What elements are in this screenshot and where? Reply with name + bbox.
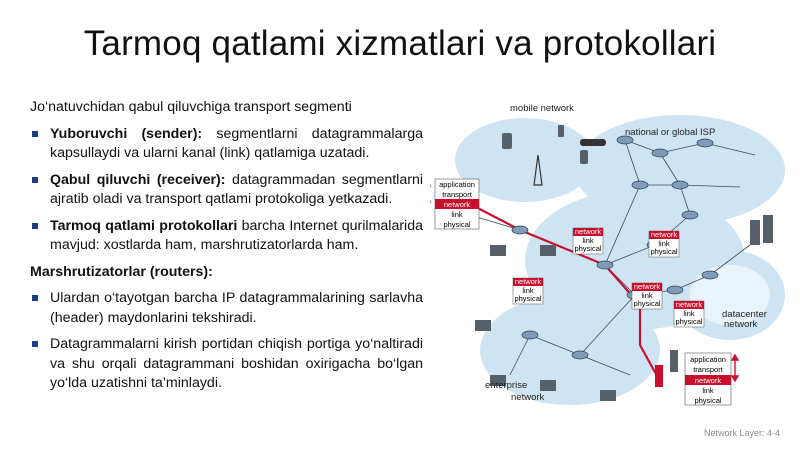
slide-footer: Network Layer: 4-4 <box>703 428 780 438</box>
bullet-router-forwarding: Datagrammalarni kirish portidan chiqish … <box>30 335 423 394</box>
slide-title: Tarmoq qatlami xizmatlari va protokollar… <box>83 24 717 63</box>
stack-layer: application <box>439 180 475 189</box>
bullet-marker <box>32 222 38 229</box>
stack-layer: physical <box>443 220 470 229</box>
stack-layer: link <box>641 291 653 300</box>
stack-layer: link <box>683 309 695 318</box>
label-enterprise-2: network <box>511 392 545 403</box>
stack-layer: physical <box>514 294 541 303</box>
stack-layer: transport <box>693 365 724 374</box>
routers-heading: Marshrutizatorlar (routers): <box>30 263 213 280</box>
bullet-text: barcha Internet qurilmalarida mavjud: xo… <box>50 217 423 254</box>
label-isp: national or global ISP <box>625 127 715 138</box>
bullet-protocols: Tarmoq qatlami protokollari barcha Inter… <box>30 217 423 256</box>
stack-layer: link <box>658 239 670 248</box>
stack-layer: physical <box>675 317 702 326</box>
bullet-sender: Yuboruvchi (sender): segmentlarni datagr… <box>30 125 423 164</box>
router-stack-3: network link physical <box>512 277 544 305</box>
stack-layer: network <box>634 282 661 291</box>
intro-text: Jo‘natuvchidan qabul qiluvchiga transpor… <box>30 99 352 115</box>
bullet-list-2: Ulardan o‘tayotgan barcha IP datagrammal… <box>30 289 423 394</box>
bullet-marker <box>32 295 38 301</box>
stack-layer: link <box>702 386 714 395</box>
bullet-text: datagrammadan segmentlarni ajratib oladi… <box>50 171 423 208</box>
bullet-marker <box>32 130 38 137</box>
stack-layer: network <box>695 376 722 385</box>
bullet-bold: Qabul qiluvchi (receiver): <box>50 171 226 188</box>
stack-layer: link <box>451 210 463 219</box>
bullet-text: Datagrammalarni kirish portidan chiqish … <box>50 336 423 391</box>
stack-layer: physical <box>574 244 601 253</box>
host-stack-receiver: application transport network link physi… <box>684 352 732 406</box>
host-stack-sender: application transport network link physi… <box>434 178 480 230</box>
stack-layer: network <box>575 227 602 236</box>
bullet-bold: Yuboruvchi (sender): <box>50 125 203 142</box>
bullet-bold: Tarmoq qatlami protokollari <box>50 217 238 234</box>
label-mobile-network: mobile network <box>510 103 574 114</box>
bullet-marker <box>32 176 38 183</box>
bullet-router-headers: Ulardan o‘tayotgan barcha IP datagrammal… <box>30 289 423 328</box>
stack-layer: network <box>444 200 471 209</box>
network-diagram: mobile network national or global ISP da… <box>422 95 790 425</box>
router-stack-5: network link physical <box>673 300 705 328</box>
device-icons <box>475 125 773 401</box>
stack-layer: link <box>582 236 594 245</box>
stack-layer: physical <box>633 299 660 308</box>
stack-layer: network <box>676 300 703 309</box>
bullet-receiver: Qabul qiluvchi (receiver): datagrammadan… <box>30 171 423 210</box>
label-enterprise-1: enterprise <box>485 380 527 391</box>
bullet-text: Ulardan o‘tayotgan barcha IP datagrammal… <box>50 290 423 326</box>
datagram-path <box>467 202 663 386</box>
bullet-text: segmentlarni datagrammalarga kapsullaydi… <box>50 125 423 162</box>
stack-layer: application <box>690 355 726 364</box>
router-stack-2: network link physical <box>648 230 680 258</box>
stack-layer: network <box>651 230 678 239</box>
stack-layer: network <box>515 277 542 286</box>
label-datacenter-2: network <box>724 319 758 330</box>
stack-layer: physical <box>694 396 721 405</box>
stack-layer: physical <box>650 247 677 256</box>
stack-layer: transport <box>442 190 473 199</box>
bullet-list-1: Yuboruvchi (sender): segmentlarni datagr… <box>30 125 423 256</box>
stack-layer: link <box>522 286 534 295</box>
router-stack-4: network link physical <box>631 282 663 310</box>
label-datacenter-1: datacenter <box>722 309 767 320</box>
router-stack-1: network link physical <box>572 227 604 255</box>
bullet-marker <box>32 341 38 347</box>
slide-body: Jo‘natuvchidan qabul qiluvchiga transpor… <box>30 98 423 401</box>
